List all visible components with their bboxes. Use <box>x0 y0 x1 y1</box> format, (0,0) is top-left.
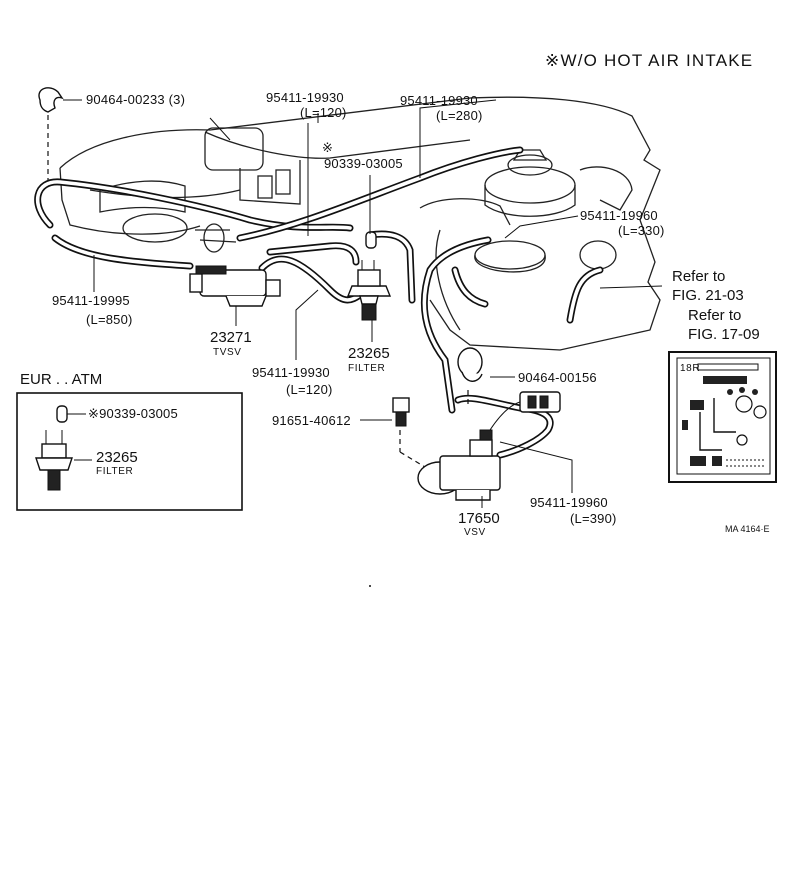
hose-390-number: 95411-19960 <box>530 495 608 510</box>
tvsv-number: 23271 <box>210 329 252 346</box>
hose-120-a-number: 95411-19930 <box>266 90 344 105</box>
vacuum-hoses <box>34 146 604 459</box>
ref-17-09-line2: FIG. 17-09 <box>688 326 760 343</box>
cap-mark: ※ <box>322 140 333 155</box>
inset-tag: 18R <box>680 363 700 374</box>
hose-330-number: 95411-19960 <box>580 208 658 223</box>
ref-17-09-line1: Refer to <box>688 307 741 324</box>
header-note: ※W/O HOT AIR INTAKE <box>545 51 753 70</box>
hose-280-number: 95411-19930 <box>400 93 478 108</box>
clip-label: 90464-00233 (3) <box>86 92 185 107</box>
cap-number: 90339-03005 <box>324 156 403 171</box>
cap-part <box>365 231 377 249</box>
hose-120-b-length: (L=120) <box>286 382 333 397</box>
hose-330-length: (L=330) <box>618 223 665 238</box>
inset-figure: 18R <box>668 351 777 483</box>
ref-21-03-line2: FIG. 21-03 <box>672 287 744 304</box>
hose-120-a-length: (L=120) <box>300 105 347 120</box>
speck <box>369 585 371 587</box>
filter-number: 23265 <box>348 345 390 362</box>
vsv-name: VSV <box>464 527 486 538</box>
hose-850-number: 95411-19995 <box>52 293 130 308</box>
eur-box-title: EUR . . ATM <box>20 371 102 388</box>
tvsv-part <box>189 265 281 307</box>
vsv-number: 17650 <box>458 510 500 527</box>
eur-filter-number: 23265 <box>96 449 138 466</box>
clamp-part <box>457 347 483 408</box>
filter-part <box>346 260 392 321</box>
clamp-number: 90464-00156 <box>518 370 597 385</box>
hose-280-length: (L=280) <box>436 108 483 123</box>
engine-outline <box>59 96 661 351</box>
eur-cap-label: ※90339-03005 <box>88 406 178 421</box>
eur-atm-box: EUR . . ATM ※90339-03005 23265 FILTER <box>16 371 243 511</box>
hose-120-b-number: 95411-19930 <box>252 365 330 380</box>
vsv-part <box>417 391 561 501</box>
hose-850-length: (L=850) <box>86 312 133 327</box>
leader-lines <box>63 99 663 508</box>
bolt-number: 91651-40612 <box>272 413 351 428</box>
ref-21-03-line1: Refer to <box>672 268 725 285</box>
clip-part <box>38 87 64 180</box>
tvsv-name: TVSV <box>213 347 242 358</box>
diagram-code: MA 4164·E <box>725 524 770 534</box>
eur-filter-name: FILTER <box>96 466 133 477</box>
filter-name: FILTER <box>348 363 385 374</box>
hose-390-length: (L=390) <box>570 511 617 526</box>
bolt-part <box>392 397 431 471</box>
part-labels: 90464-00233 (3) 95411-19930 (L=120) 9541… <box>52 90 770 538</box>
